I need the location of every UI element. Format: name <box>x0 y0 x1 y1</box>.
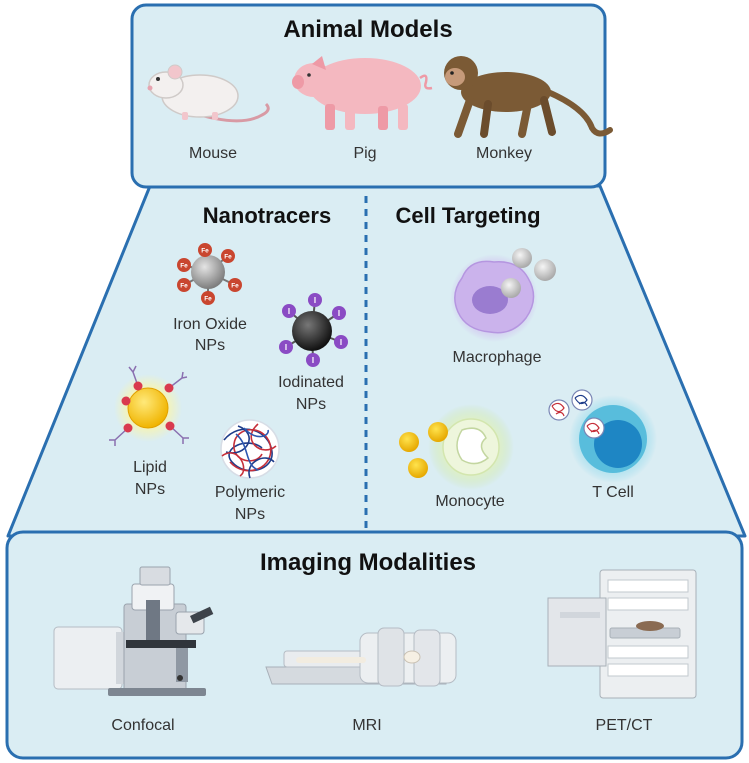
confocal-microscope-icon <box>53 566 214 696</box>
animal-label-pig: Pig <box>353 145 376 162</box>
polymeric-np-icon <box>220 419 280 479</box>
animal-label-monkey: Monkey <box>476 145 532 162</box>
iodine-atom-label: I <box>314 296 316 305</box>
pet-ct-scanner-icon <box>547 569 697 699</box>
monkey-icon <box>444 56 613 138</box>
modality-label-confocal: Confocal <box>111 717 174 734</box>
iodine-atom-label: I <box>340 338 342 347</box>
t-cell-icon <box>548 389 657 483</box>
iron-oxide-label-line2: NPs <box>195 337 225 354</box>
pig-icon <box>292 56 433 130</box>
modality-label-pet-ct: PET/CT <box>596 717 653 734</box>
macrophage-label: Macrophage <box>453 349 542 366</box>
mri-scanner-icon <box>265 627 457 687</box>
fe-atom-label: Fe <box>204 296 212 303</box>
t-cell-label: T Cell <box>592 484 634 501</box>
iodine-atom-label: I <box>312 356 314 365</box>
cell-targeting-title: Cell Targeting <box>395 203 540 228</box>
lipid-label-line1: Lipid <box>133 459 167 476</box>
fe-atom-label: Fe <box>201 248 209 255</box>
polymeric-label-line2: NPs <box>235 506 265 523</box>
animal-models-title: Animal Models <box>283 16 452 43</box>
nanotracers-title: Nanotracers <box>203 203 331 228</box>
iodine-atom-label: I <box>288 307 290 316</box>
iodine-atom-label: I <box>338 309 340 318</box>
imaging-modalities-title: Imaging Modalities <box>260 549 476 576</box>
iodinated-label-line1: Iodinated <box>278 374 344 391</box>
lipid-np-icon <box>109 365 189 446</box>
monocyte-label: Monocyte <box>435 493 504 510</box>
polymeric-label-line1: Polymeric <box>215 484 285 501</box>
iodinated-np-icon: I I I I I I <box>279 293 348 367</box>
iodinated-label-line2: NPs <box>296 396 326 413</box>
fe-atom-label: Fe <box>224 254 232 261</box>
mouse-icon <box>147 64 270 123</box>
iron-oxide-label-line1: Iron Oxide <box>173 316 247 333</box>
monocyte-icon <box>399 404 514 490</box>
fe-atom-label: Fe <box>231 283 239 290</box>
animal-label-mouse: Mouse <box>189 145 237 162</box>
fe-atom-label: Fe <box>180 283 188 290</box>
lipid-label-line2: NPs <box>135 481 165 498</box>
fe-atom-label: Fe <box>180 263 188 270</box>
macrophage-icon <box>450 248 556 342</box>
iron-oxide-np-icon: Fe Fe Fe Fe Fe Fe <box>177 243 242 305</box>
trapezoid-panel <box>6 184 747 538</box>
modality-label-mri: MRI <box>352 717 381 734</box>
iodine-atom-label: I <box>285 343 287 352</box>
